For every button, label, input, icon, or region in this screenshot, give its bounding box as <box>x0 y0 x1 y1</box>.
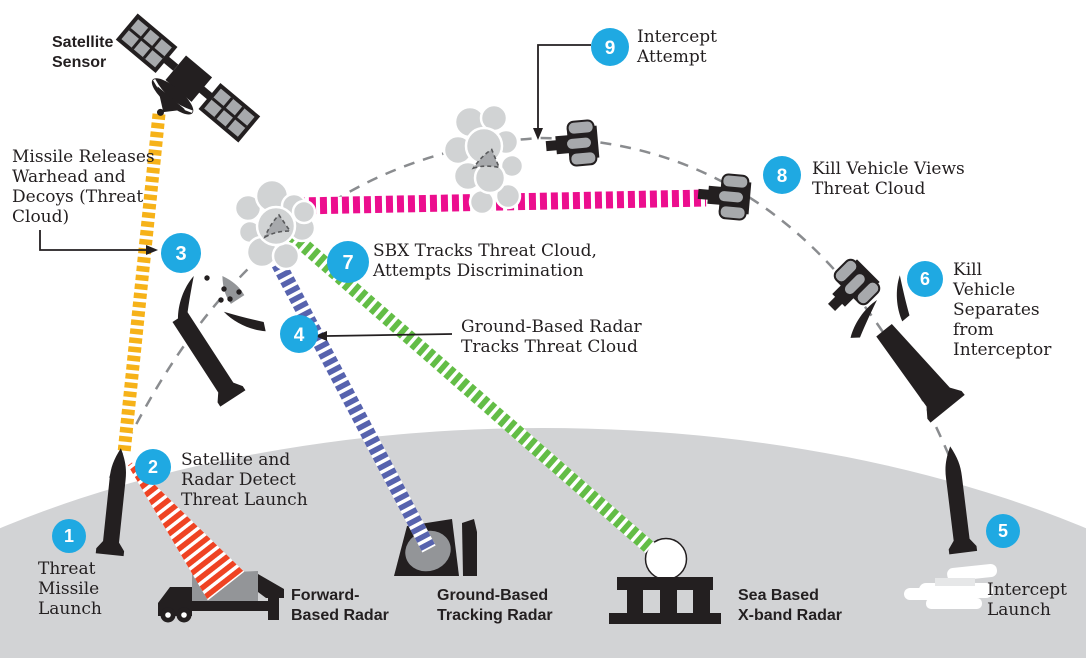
step-2-circle <box>135 449 171 485</box>
step-4-number: 4 <box>294 325 305 346</box>
sea-based-xband-radar-icon <box>609 537 721 624</box>
step-7-circle <box>327 241 369 283</box>
step-6-number: 6 <box>920 269 930 289</box>
step-5-circle <box>986 514 1020 548</box>
kill-vehicle-separating-icon <box>814 254 885 325</box>
step-7-number: 7 <box>342 252 353 274</box>
step-9-circle <box>591 28 629 66</box>
step4-connector <box>326 333 453 337</box>
satellite-detection-beam <box>117 113 166 454</box>
kill-vehicle-viewing-icon <box>695 170 753 222</box>
step4-arrowhead <box>315 331 327 341</box>
step-8-circle <box>763 156 801 194</box>
threat-cloud-icon <box>233 178 317 271</box>
step-1-number: 1 <box>64 526 74 546</box>
threat-missile-release-icon <box>172 274 269 407</box>
step-5-number: 5 <box>998 521 1008 541</box>
step-8-number: 8 <box>777 166 788 187</box>
step-6-circle <box>907 261 943 297</box>
step-2-number: 2 <box>148 457 158 477</box>
step3-connector <box>39 230 146 251</box>
satellite-sensor-icon <box>115 13 261 143</box>
step-3-circle <box>161 233 201 273</box>
step9-connector <box>537 44 591 128</box>
interceptor-body-icon <box>848 274 965 423</box>
sbx-beam <box>287 229 655 554</box>
step-9-number: 9 <box>605 38 616 59</box>
interceptor-launch-icon <box>904 444 998 609</box>
forward-radar-beam <box>128 462 245 601</box>
step3-arrowhead <box>146 245 158 255</box>
threat-cloud-apex-icon <box>442 103 525 216</box>
kill-vehicle-apex-icon <box>543 118 601 170</box>
annotation-connectors <box>39 44 591 337</box>
missile-trajectory-arc <box>108 136 957 479</box>
step-circles: 1 2 3 4 5 6 7 8 9 <box>52 28 1020 553</box>
step-1-circle <box>52 519 86 553</box>
step-3-number: 3 <box>175 243 186 265</box>
ground-radar-beam <box>259 236 436 553</box>
step9-arrowhead <box>533 128 543 140</box>
step-4-circle <box>280 315 318 353</box>
